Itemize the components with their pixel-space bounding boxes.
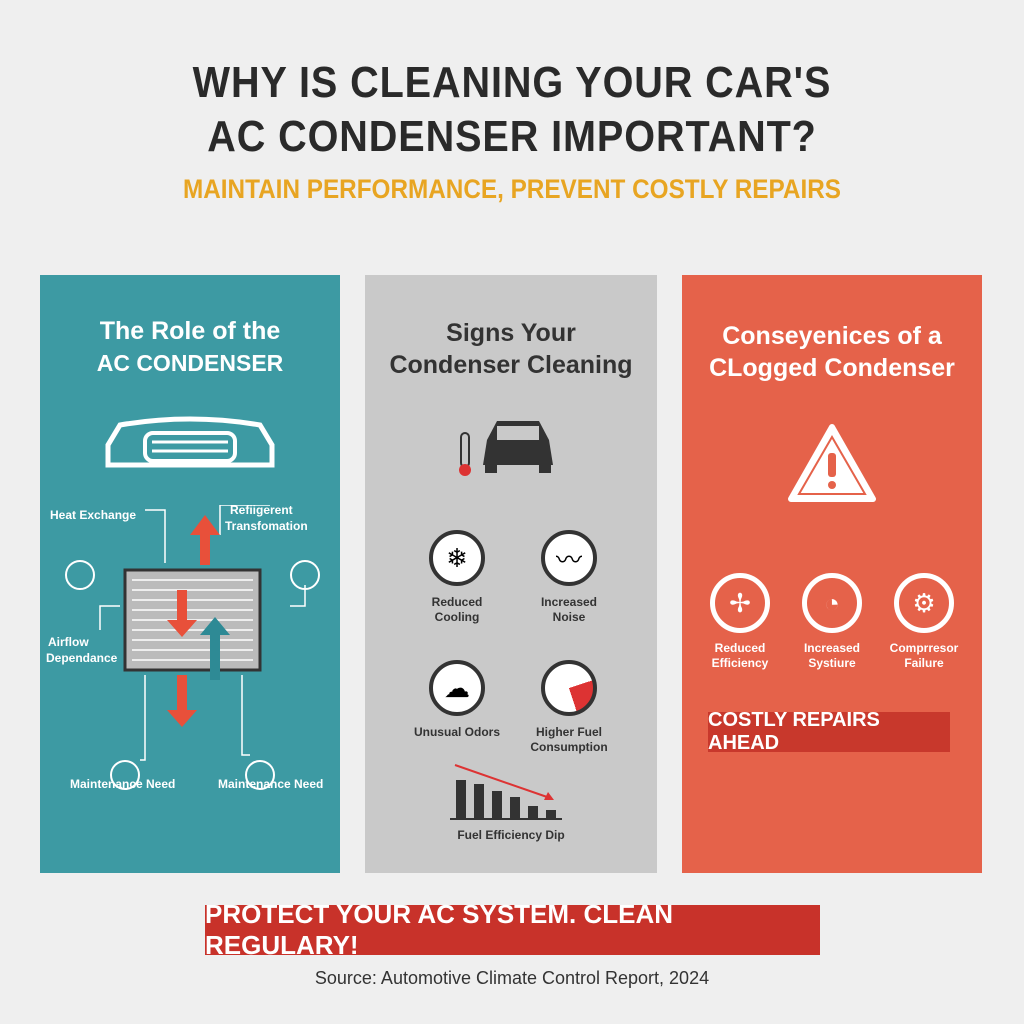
footer-banner: PROTECT YOUR AC SYSTEM. CLEAN REGULARY! bbox=[205, 899, 820, 960]
label-maintenance-1: Maintenance Need bbox=[70, 777, 176, 791]
gear-wrench-icon: ⚙ bbox=[894, 573, 954, 633]
panel-consequences: Conseyenices of a CLogged Condenser ✢ ◔ … bbox=[682, 275, 982, 873]
sign-label: Unusual Odors bbox=[413, 725, 500, 739]
panel-title-2: Condenser Cleaning bbox=[389, 351, 633, 379]
label-refrigerant-2: Transfomation bbox=[225, 519, 308, 533]
fuel-efficiency-chart-icon bbox=[450, 764, 562, 820]
panel-signs: Signs Your Condenser Cleaning ❄ 〰 Reduce… bbox=[365, 275, 657, 873]
gauge-icon bbox=[541, 660, 597, 716]
costly-repairs-callout: COSTLY REPAIRS AHEAD bbox=[708, 709, 950, 754]
panel-title-2: AC CONDENSER bbox=[96, 350, 284, 376]
panel-title-1: Conseyenices of a bbox=[722, 322, 942, 350]
car-thermometer-icon bbox=[459, 421, 553, 476]
cloud-icon: ☁ bbox=[429, 660, 485, 716]
warning-icon bbox=[788, 424, 876, 502]
label-airflow-2: Dependance bbox=[46, 651, 118, 665]
label-heat-exchange: Heat Exchange bbox=[50, 508, 137, 522]
label-maintenance-2: Maintenance Need bbox=[218, 777, 324, 791]
title-line-1: WHY IS CLEANING YOUR CAR'S bbox=[192, 58, 832, 107]
condenser-diagram bbox=[65, 505, 320, 790]
label-airflow-1: Airflow bbox=[48, 635, 89, 649]
panel-title-1: The Role of the bbox=[99, 317, 281, 345]
fuel-icon bbox=[245, 760, 275, 790]
soundwave-icon: 〰 bbox=[541, 530, 597, 586]
maintenance-icon bbox=[110, 760, 140, 790]
snowflake-icon: ❄ bbox=[429, 530, 485, 586]
gauge-icon: ◔ bbox=[802, 573, 862, 633]
source-note: Source: Automotive Climate Control Repor… bbox=[314, 968, 710, 988]
car-front-icon bbox=[105, 416, 275, 468]
subtitle: MAINTAIN PERFORMANCE, PREVENT COSTLY REP… bbox=[183, 174, 841, 204]
label-refrigerant-1: Refiigerent bbox=[230, 503, 293, 517]
snowflake-icon bbox=[65, 560, 95, 590]
title-line-2: AC CONDENSER IMPORTANT? bbox=[207, 112, 817, 161]
panel-role: The Role of the AC CONDENSER Heat Exchan… bbox=[40, 275, 340, 873]
panel-title-2: CLogged Condenser bbox=[709, 354, 955, 382]
fan-icon: ✢ bbox=[710, 573, 770, 633]
panel-title-1: Signs Your bbox=[446, 319, 576, 347]
filter-icon bbox=[290, 560, 320, 590]
chart-label: Fuel Efficiency Dip bbox=[457, 828, 565, 842]
